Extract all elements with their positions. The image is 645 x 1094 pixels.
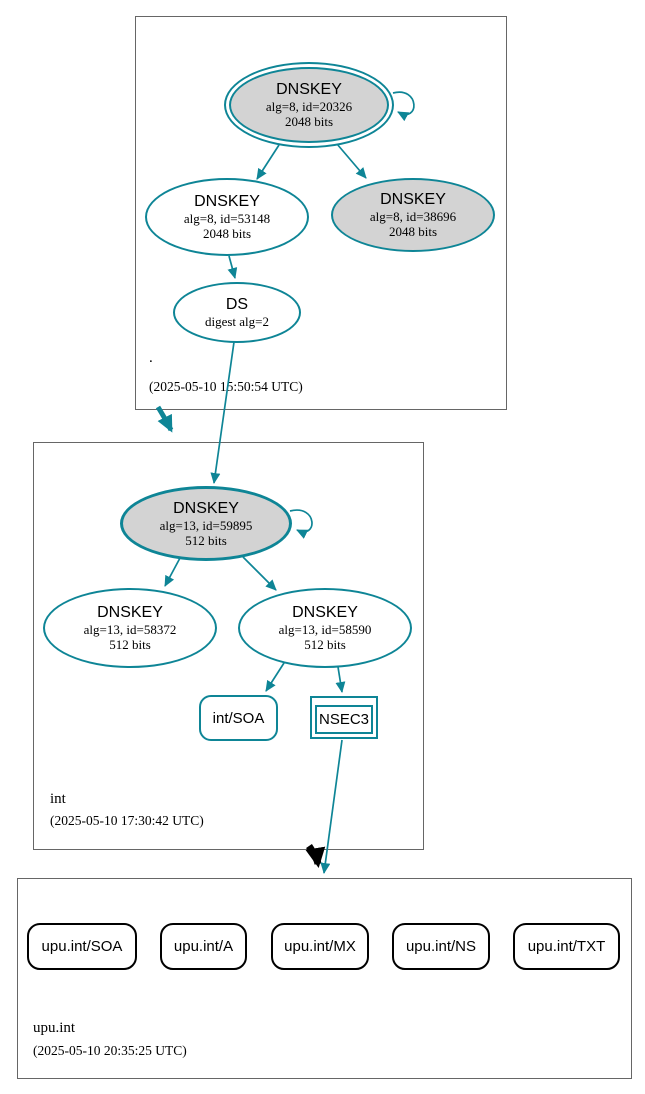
node-root-ksk-inner: DNSKEY alg=8, id=20326 2048 bits — [229, 67, 389, 143]
node-int-soa[interactable]: int/SOA — [199, 695, 278, 741]
node-int-ksk-type: DNSKEY — [173, 499, 239, 517]
node-root-key-38696[interactable]: DNSKEY alg=8, id=38696 2048 bits — [331, 178, 495, 252]
node-int-key-58372-detail1: alg=13, id=58372 — [83, 622, 177, 637]
node-upu-int-txt-label: upu.int/TXT — [527, 938, 606, 955]
node-root-ksk[interactable]: DNSKEY alg=8, id=20326 2048 bits — [224, 62, 394, 148]
node-upu-int-a-label: upu.int/A — [173, 938, 234, 955]
zone-box-upu-int — [17, 878, 632, 1079]
zone-label-int: int — [50, 791, 66, 807]
node-upu-int-soa-label: upu.int/SOA — [41, 938, 123, 955]
node-int-key-58590-detail2: 512 bits — [304, 637, 346, 652]
node-upu-int-mx[interactable]: upu.int/MX — [271, 923, 369, 970]
node-int-key-58590[interactable]: DNSKEY alg=13, id=58590 512 bits — [238, 588, 412, 668]
zone-timestamp-root: (2025-05-10 15:50:54 UTC) — [149, 379, 303, 394]
zone-timestamp-int: (2025-05-10 17:30:42 UTC) — [50, 813, 204, 828]
node-root-ksk-detail1: alg=8, id=20326 — [265, 99, 353, 114]
node-int-ksk-detail2: 512 bits — [185, 532, 227, 548]
zone-label-root: . — [149, 350, 153, 366]
node-int-key-58372[interactable]: DNSKEY alg=13, id=58372 512 bits — [43, 588, 217, 668]
node-root-key-38696-detail2: 2048 bits — [388, 224, 438, 239]
node-int-key-58372-type: DNSKEY — [97, 604, 163, 621]
zone-timestamp-upu-int: (2025-05-10 20:35:25 UTC) — [33, 1043, 187, 1058]
node-root-key-38696-type: DNSKEY — [380, 191, 446, 208]
node-root-ds-type: DS — [225, 296, 249, 313]
node-root-ksk-detail2: 2048 bits — [284, 114, 334, 129]
node-root-zsk-detail1: alg=8, id=53148 — [183, 211, 271, 226]
node-int-key-58590-type: DNSKEY — [292, 604, 358, 621]
node-upu-int-a[interactable]: upu.int/A — [160, 923, 247, 970]
node-root-zsk-detail2: 2048 bits — [202, 226, 252, 241]
node-root-key-38696-detail1: alg=8, id=38696 — [369, 209, 457, 224]
node-nsec3-inner: NSEC3 — [315, 705, 373, 734]
node-root-zsk-type: DNSKEY — [194, 193, 260, 210]
node-int-soa-label: int/SOA — [212, 709, 265, 727]
edge-delegation-root-to-int — [155, 405, 174, 433]
node-nsec3[interactable]: NSEC3 — [310, 696, 378, 739]
node-int-ksk[interactable]: DNSKEY alg=13, id=59895 512 bits — [120, 486, 292, 561]
node-root-ksk-type: DNSKEY — [276, 81, 342, 98]
node-nsec3-label: NSEC3 — [318, 711, 370, 728]
node-upu-int-ns[interactable]: upu.int/NS — [392, 923, 490, 970]
zone-box-root — [135, 16, 507, 410]
node-int-ksk-detail1: alg=13, id=59895 — [159, 517, 253, 533]
node-upu-int-txt[interactable]: upu.int/TXT — [513, 923, 620, 970]
node-root-ds[interactable]: DS digest alg=2 — [173, 282, 301, 343]
node-upu-int-soa[interactable]: upu.int/SOA — [27, 923, 137, 970]
node-upu-int-ns-label: upu.int/NS — [405, 938, 477, 955]
node-root-ds-detail1: digest alg=2 — [204, 314, 270, 329]
node-upu-int-mx-label: upu.int/MX — [284, 938, 356, 955]
node-int-key-58590-detail1: alg=13, id=58590 — [278, 622, 372, 637]
zone-label-upu-int: upu.int — [33, 1020, 76, 1036]
node-root-zsk[interactable]: DNSKEY alg=8, id=53148 2048 bits — [145, 178, 309, 256]
node-int-key-58372-detail2: 512 bits — [109, 637, 151, 652]
